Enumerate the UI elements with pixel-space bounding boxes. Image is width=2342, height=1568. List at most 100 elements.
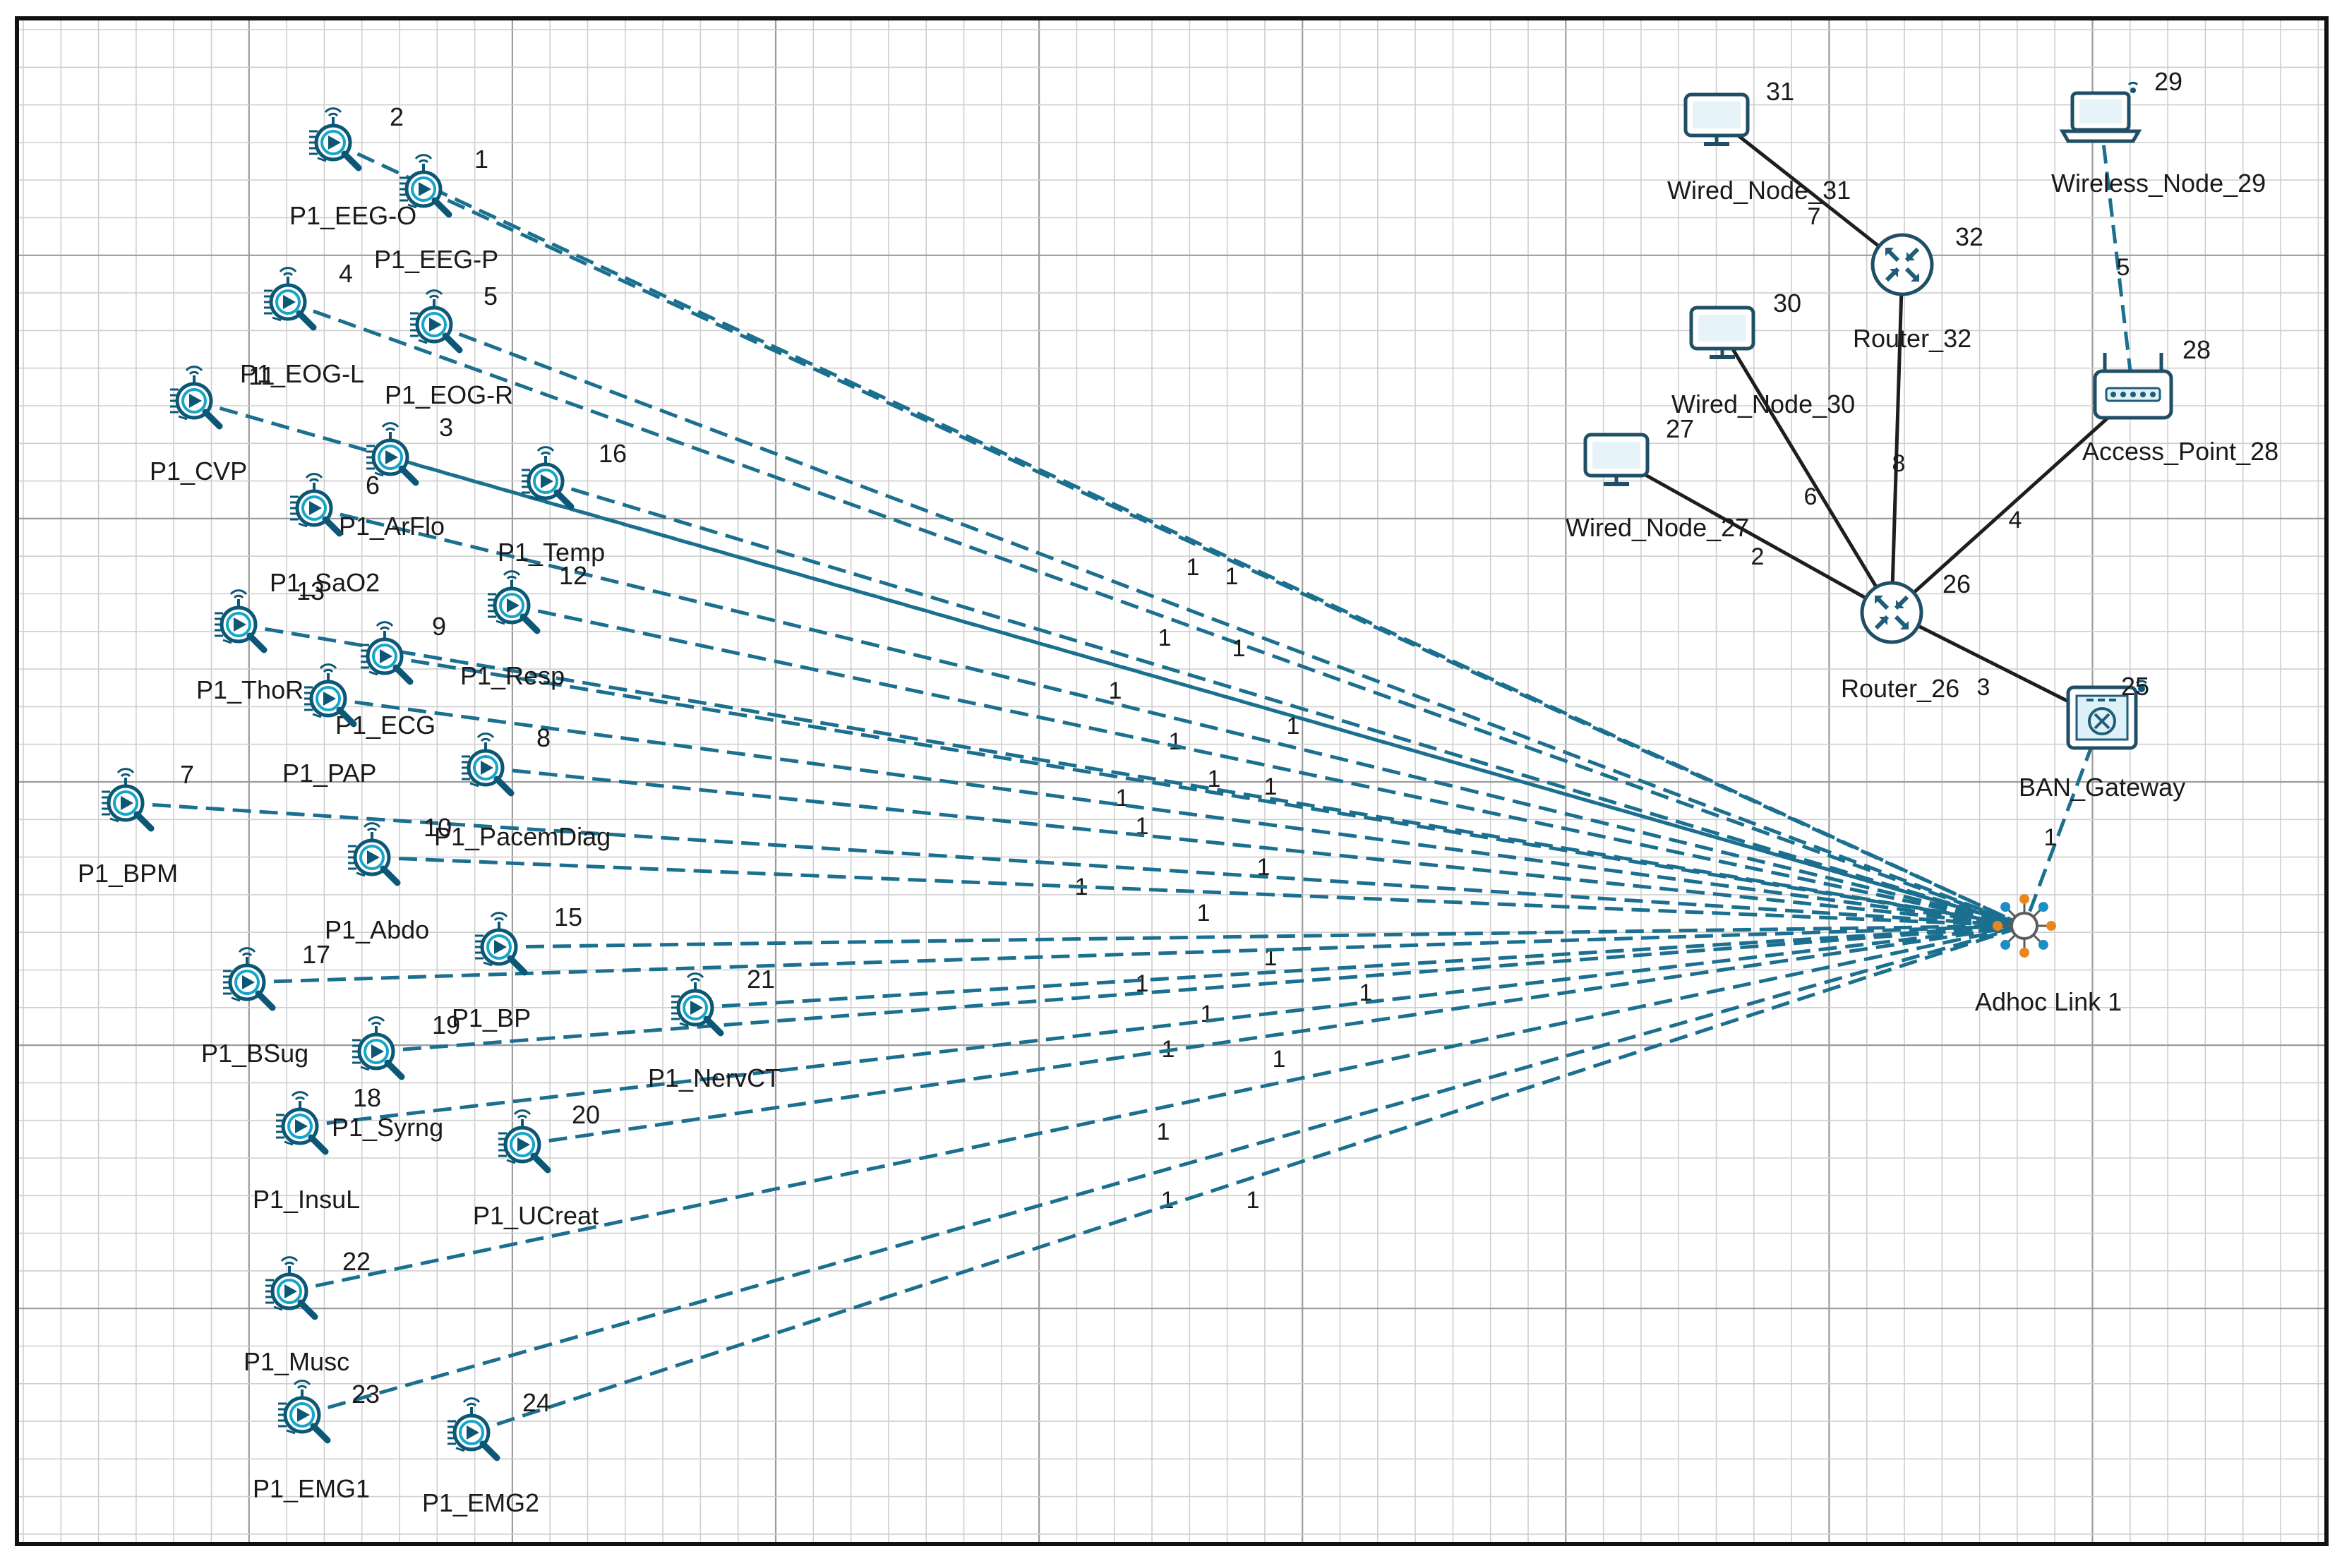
sensor-node-icon[interactable] [366,422,419,486]
sensor-node-icon[interactable] [276,1091,329,1155]
access-point-icon[interactable] [2093,353,2173,420]
link-n27-n26[interactable] [1615,457,1893,615]
node-n2[interactable]: P1_EEG-O2 [289,102,416,230]
sensor-node-icon[interactable] [671,972,724,1037]
sensor-node-icon[interactable] [304,663,357,728]
sensor-node-icon[interactable] [522,446,575,510]
gateway-icon[interactable] [2066,680,2148,750]
link-n32-n26[interactable] [1890,264,1904,613]
sensor-node-icon[interactable] [400,154,452,218]
link-n23-hub[interactable] [301,924,2025,1417]
link-n10-hub[interactable] [371,855,2025,928]
link-n20-hub[interactable] [522,924,2025,1147]
desktop-icon[interactable] [1683,92,1750,146]
link-n5-hub[interactable] [433,322,2025,928]
router-icon[interactable] [1870,233,1934,296]
link-n12-hub[interactable] [511,603,2025,928]
link-n17-hub[interactable] [246,924,2025,984]
link-n8-hub[interactable] [485,766,2025,928]
sensor-node-icon[interactable] [264,267,317,331]
laptop-icon[interactable] [2059,81,2142,143]
link-n7-hub[interactable] [125,801,2025,928]
sensor-node-icon[interactable] [215,589,268,653]
sensor-node-icon[interactable] [223,947,276,1011]
link-n30-n26[interactable] [1720,330,1894,614]
node-n1[interactable]: P1_EEG-P1 [374,145,498,274]
sensor-node-icon[interactable] [102,768,155,832]
node-name-label: P1_CVP [150,457,247,486]
desktop-icon[interactable] [1689,306,1755,359]
link-n28-n26[interactable] [1890,394,2134,614]
sensor-node-icon[interactable] [278,1380,331,1444]
link-n21-hub[interactable] [695,924,2025,1010]
link-n25-hub[interactable] [2022,718,2104,927]
sensor-node-icon[interactable] [361,621,414,685]
node-n4[interactable]: P1_EOG-L4 [240,259,364,388]
link-n24-hub[interactable] [471,924,2025,1435]
link-n8p-hub[interactable] [328,696,2025,928]
link-n29-n28[interactable] [2098,118,2135,396]
sensor-node-icon[interactable] [462,732,515,797]
sensor-node-icon[interactable] [170,366,223,430]
link-n4-hub[interactable] [287,300,2025,928]
link-n13-hub[interactable] [238,622,2025,928]
link-n31-n32[interactable] [1715,117,1904,266]
sensor-node-icon[interactable] [352,1016,405,1080]
node-hub[interactable]: Adhoc Link 1 [1975,894,2122,1016]
link-n9-hub[interactable] [384,654,2025,928]
link-n3-hub[interactable] [390,455,2025,928]
node-name-label: P1_EOG-R [385,380,513,409]
desktop-icon[interactable] [1583,433,1650,486]
sensor-node-icon[interactable] [488,570,541,634]
sensor-node-icon[interactable] [475,912,528,976]
sensor-node-icon[interactable] [265,1256,318,1320]
router-icon[interactable] [1860,581,1923,644]
sensor-node-icon[interactable] [309,107,362,171]
sensor-node-icon[interactable] [290,473,343,537]
sensor-node-icon[interactable] [448,1397,500,1461]
node-name-label: P1_NervCT [648,1063,781,1092]
sensor-node-icon[interactable] [410,289,463,354]
adhoc-link-icon[interactable] [1993,894,2056,958]
link-n16-hub[interactable] [545,479,2025,928]
link-n19-hub[interactable] [376,924,2025,1054]
link-n2-hub[interactable] [332,140,2026,928]
link-n15-hub[interactable] [498,924,2025,949]
link-n18-hub[interactable] [299,924,2025,1128]
sensor-node-icon[interactable] [498,1109,551,1174]
sensor-node-icon[interactable] [348,822,401,886]
link-n22-hub[interactable] [289,924,2025,1293]
node-n5[interactable]: P1_EOG-R5 [385,282,513,409]
node-n8p[interactable]: P1_PAP [282,663,376,788]
link-label: 3 [1977,674,1990,701]
